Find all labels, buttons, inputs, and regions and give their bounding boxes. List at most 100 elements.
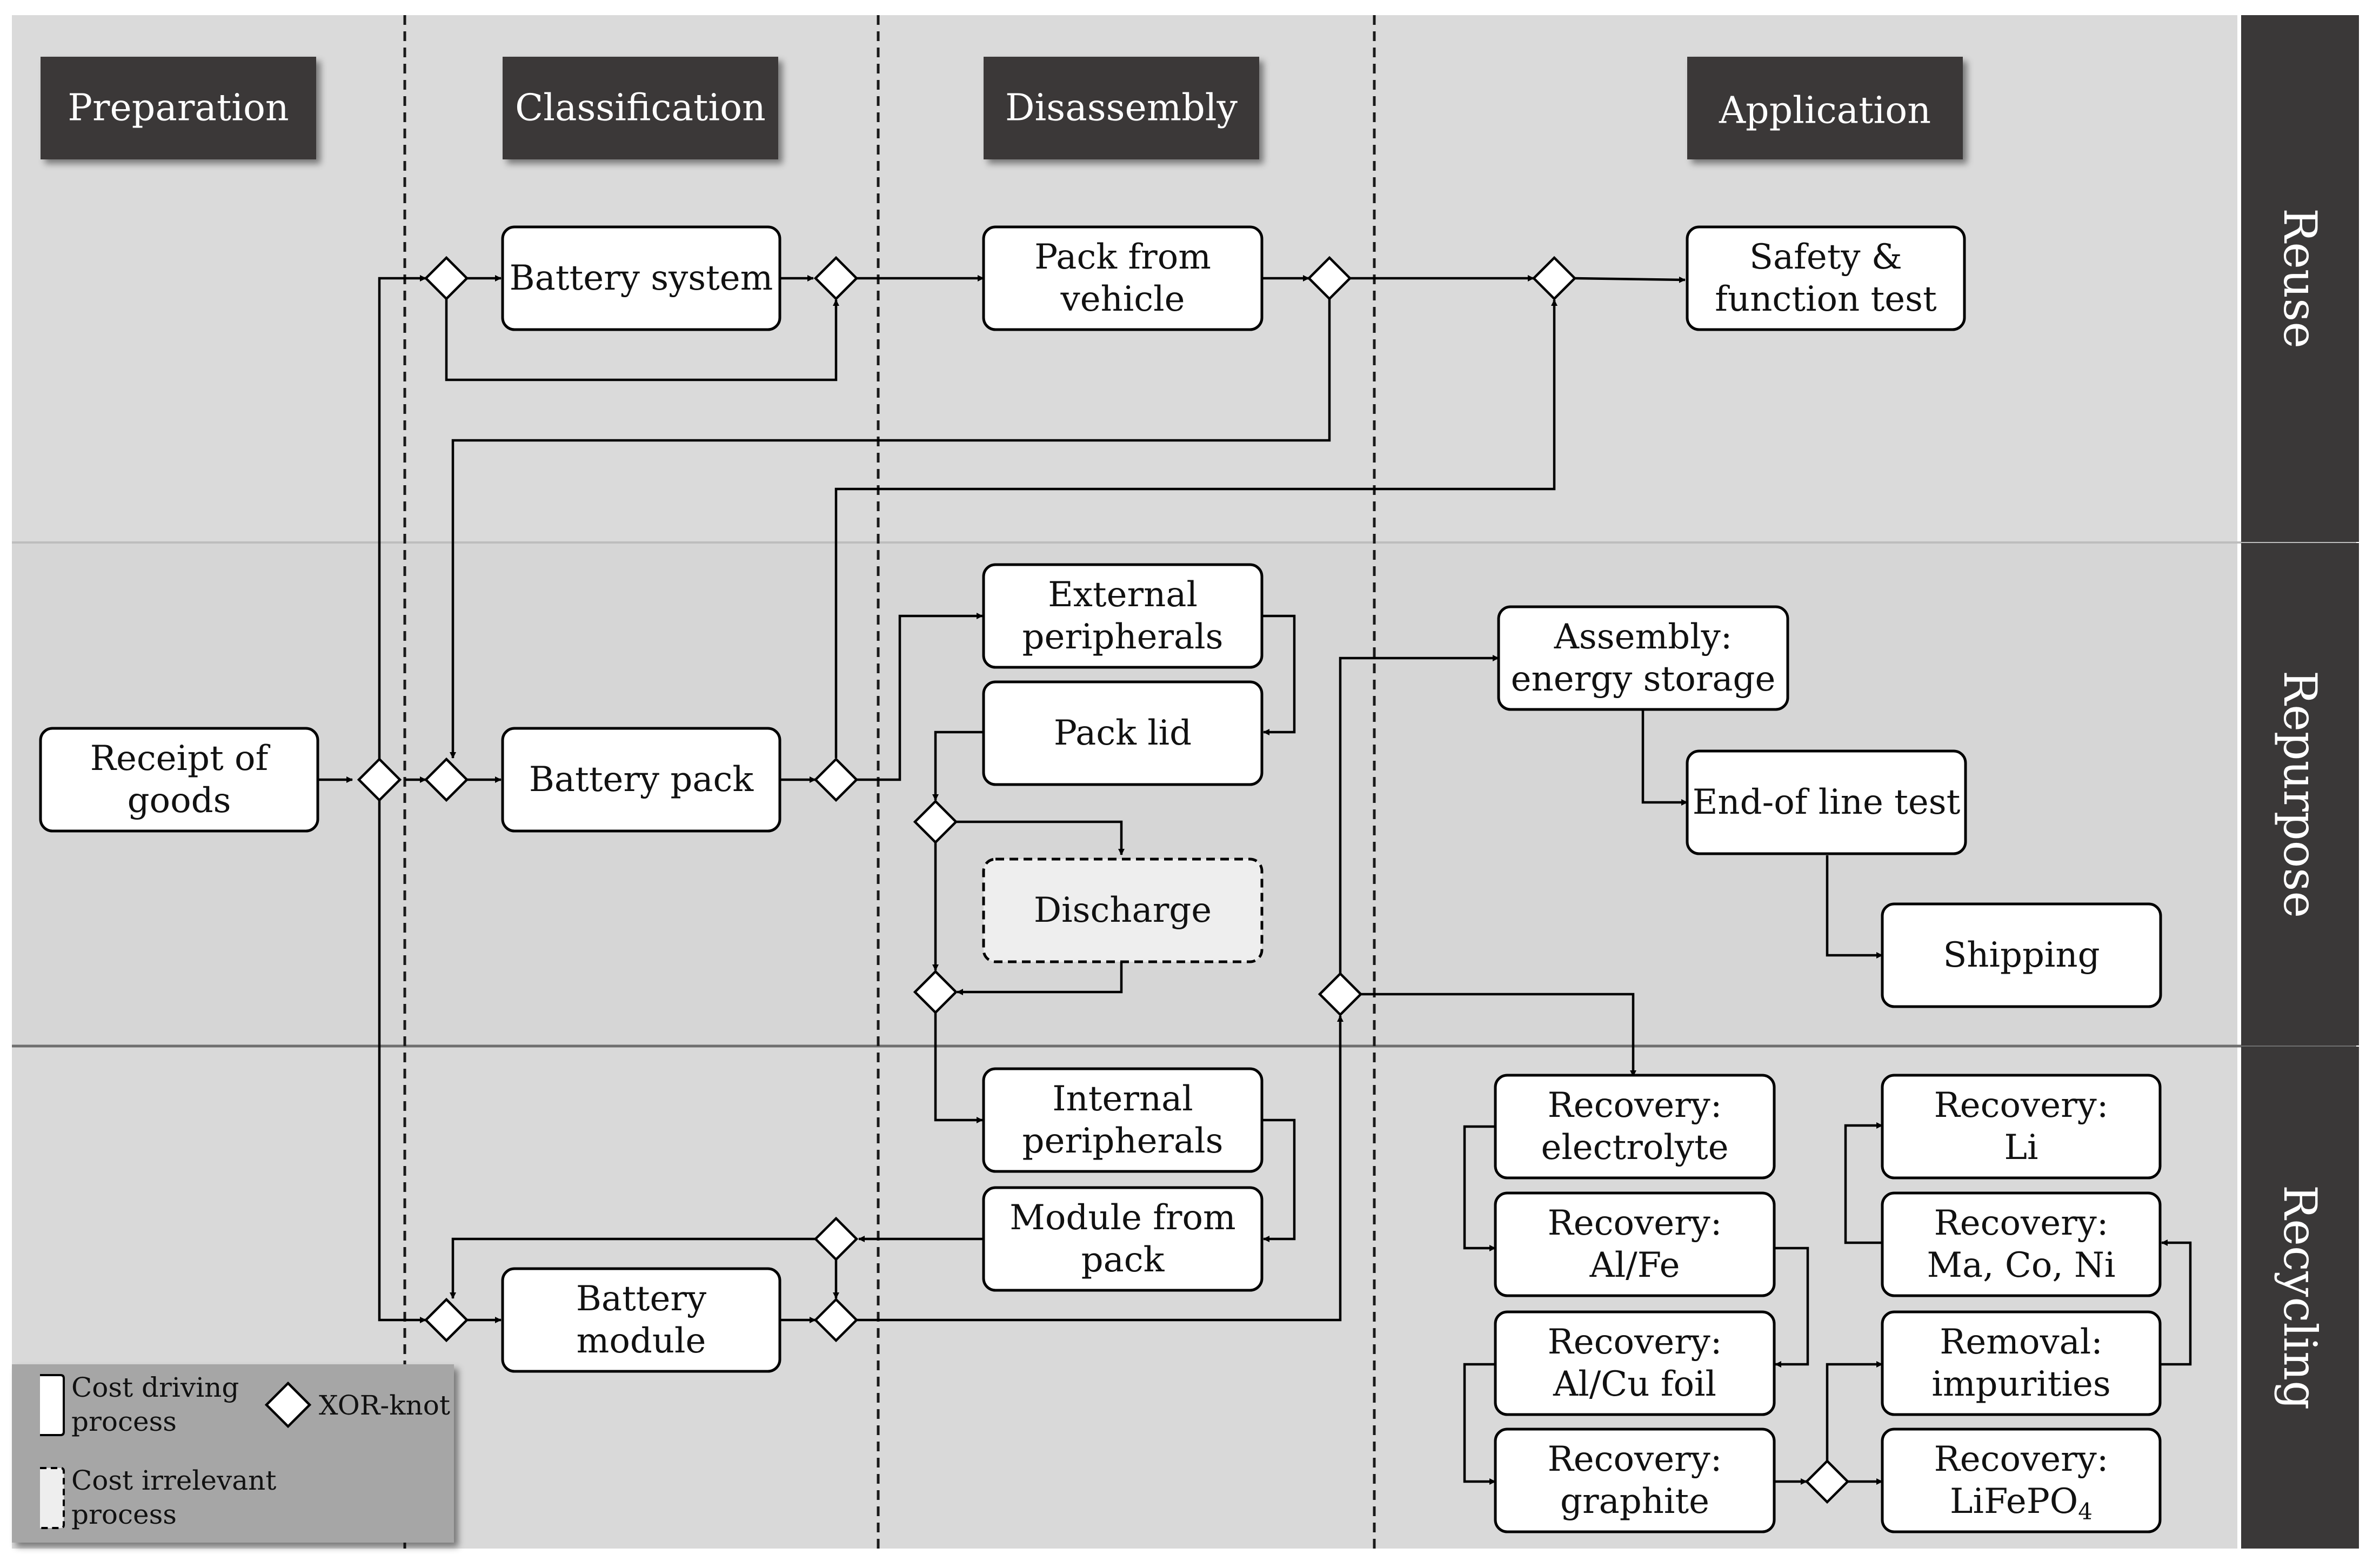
stage-header-application-bg — [1687, 57, 1963, 159]
process-node-recovery-al-fe: Recovery:Al/Fe — [1494, 1191, 1776, 1297]
lane-label-repurpose-bg — [2241, 543, 2359, 1046]
xor-gateway-module-out — [813, 1297, 859, 1343]
process-node-label: Recovery: — [1934, 1439, 2109, 1479]
process-node-label: Recovery: — [1548, 1085, 1722, 1125]
xor-gateway-vehicle-out — [1307, 256, 1352, 301]
stage-header-preparation-bg — [41, 57, 316, 159]
process-node-label: Safety & — [1749, 237, 1902, 277]
stage-header-application-text: Application — [1719, 90, 1931, 132]
xor-gateway-system-out — [813, 256, 859, 301]
process-node-label: Receipt of — [90, 739, 271, 779]
connector — [1262, 1118, 1296, 1242]
connector — [934, 1013, 983, 1123]
process-node-box — [1494, 1191, 1776, 1297]
xor-gateway-module-in — [424, 1297, 469, 1343]
connector — [1361, 993, 1636, 1077]
process-node-label: Battery pack — [529, 760, 754, 800]
process-node-label: Recovery: — [1934, 1203, 2109, 1243]
connector — [1262, 614, 1296, 735]
process-node-box — [39, 727, 319, 833]
process-node-label: vehicle — [1060, 279, 1185, 319]
process-node-label: Al/Cu foil — [1553, 1364, 1716, 1404]
connector — [857, 1015, 1343, 1322]
process-node-recovery-ma-co-ni: Recovery:Ma, Co, Ni — [1881, 1191, 2162, 1297]
process-node-label: Recovery: — [1548, 1322, 1722, 1362]
process-node-assembly-energy-storage: Assembly:energy storage — [1497, 605, 1789, 711]
process-node-box — [1686, 749, 1967, 855]
legend-panel — [12, 1364, 454, 1543]
process-node-label: Pack lid — [1054, 713, 1192, 753]
process-node-label: peripherals — [1022, 617, 1223, 657]
process-node-label: Module from — [1010, 1198, 1235, 1238]
process-node-label: LiFePO4 — [1950, 1482, 2093, 1525]
process-node-end-of-line-test: End-of line test — [1686, 749, 1967, 855]
legend-cost-driving-symbol — [40, 1374, 65, 1436]
stage-header-disassembly-bg — [984, 57, 1259, 159]
connector — [1826, 855, 1883, 959]
process-node-box — [982, 1186, 1264, 1292]
process-node-label: Shipping — [1943, 935, 2100, 975]
legend-xor-symbol — [264, 1381, 312, 1429]
process-node-box — [1494, 1428, 1776, 1533]
connector — [1463, 1125, 1496, 1251]
process-node-label: Discharge — [1034, 890, 1212, 930]
stage-header-application: Application — [1687, 57, 1963, 159]
xor-gateway-recovery-split — [1804, 1459, 1850, 1504]
xor-gateway-test-in — [1532, 256, 1577, 301]
process-node-pack-lid: Pack lid — [982, 680, 1264, 786]
connector — [450, 299, 1331, 759]
connector — [1574, 276, 1686, 283]
connector — [450, 1237, 815, 1299]
process-node-label: Pack from — [1034, 237, 1211, 277]
connector — [1774, 1247, 1809, 1368]
process-node-box — [1497, 605, 1789, 711]
process-node-label: Recovery: — [1548, 1439, 1722, 1479]
legend-cost-irrelevant-line1: Cost irrelevant — [71, 1465, 276, 1496]
connector — [1641, 709, 1688, 806]
legend-cost-driving-line2: process — [71, 1406, 177, 1437]
xor-gateway-application-split — [1318, 971, 1363, 1017]
process-node-label: Al/Fe — [1589, 1245, 1680, 1285]
connector — [1826, 1361, 1883, 1461]
xor-gateway-discharge-join — [913, 969, 958, 1015]
process-node-box — [982, 225, 1264, 331]
process-node-label: pack — [1081, 1240, 1165, 1280]
process-node-label: graphite — [1560, 1482, 1709, 1522]
process-node-label: End-of line test — [1693, 782, 1961, 822]
process-node-label: Assembly: — [1554, 617, 1733, 657]
legend: Cost driving process Cost irrelevant pro… — [12, 1364, 454, 1543]
process-node-label: function test — [1715, 279, 1937, 319]
legend-cost-irrelevant-line2: process — [71, 1499, 177, 1530]
process-node-battery-system: Battery system — [501, 225, 781, 331]
process-node-battery-pack: Battery pack — [501, 727, 781, 833]
connector — [857, 613, 983, 781]
process-node-label: Battery system — [510, 258, 773, 298]
xor-gateway-system-in — [424, 256, 469, 301]
xor-gateway-pack-in — [424, 757, 469, 802]
stage-headers: Preparation Classification Disassembly A… — [41, 57, 1963, 159]
lane-labels: Reuse Repurpose Recycling — [2241, 15, 2359, 1549]
connector — [378, 780, 426, 1323]
process-node-label: Removal: — [1940, 1322, 2103, 1362]
process-node-label: module — [577, 1321, 706, 1361]
lane-label-repurpose: Repurpose — [2241, 543, 2359, 1046]
stage-header-classification: Classification — [503, 57, 778, 159]
stage-header-disassembly-text: Disassembly — [1005, 87, 1238, 130]
process-node-box — [1494, 1074, 1776, 1180]
process-node-recovery-graphite: Recovery:graphite — [1494, 1428, 1776, 1533]
process-node-recovery-lifepo4: Recovery:LiFePO4 — [1881, 1428, 2162, 1533]
connector — [1463, 1363, 1496, 1485]
connector — [2160, 1239, 2192, 1366]
process-node-box — [1494, 1310, 1776, 1416]
stage-header-classification-bg — [503, 57, 778, 159]
stage-header-disassembly: Disassembly — [984, 57, 1259, 159]
process-node-box — [1686, 225, 1966, 331]
stage-header-preparation-text: Preparation — [68, 87, 289, 130]
lane-label-recycling-text: Recycling — [2274, 1185, 2327, 1410]
connector — [1339, 655, 1499, 974]
process-node-shipping: Shipping — [1881, 902, 2162, 1008]
